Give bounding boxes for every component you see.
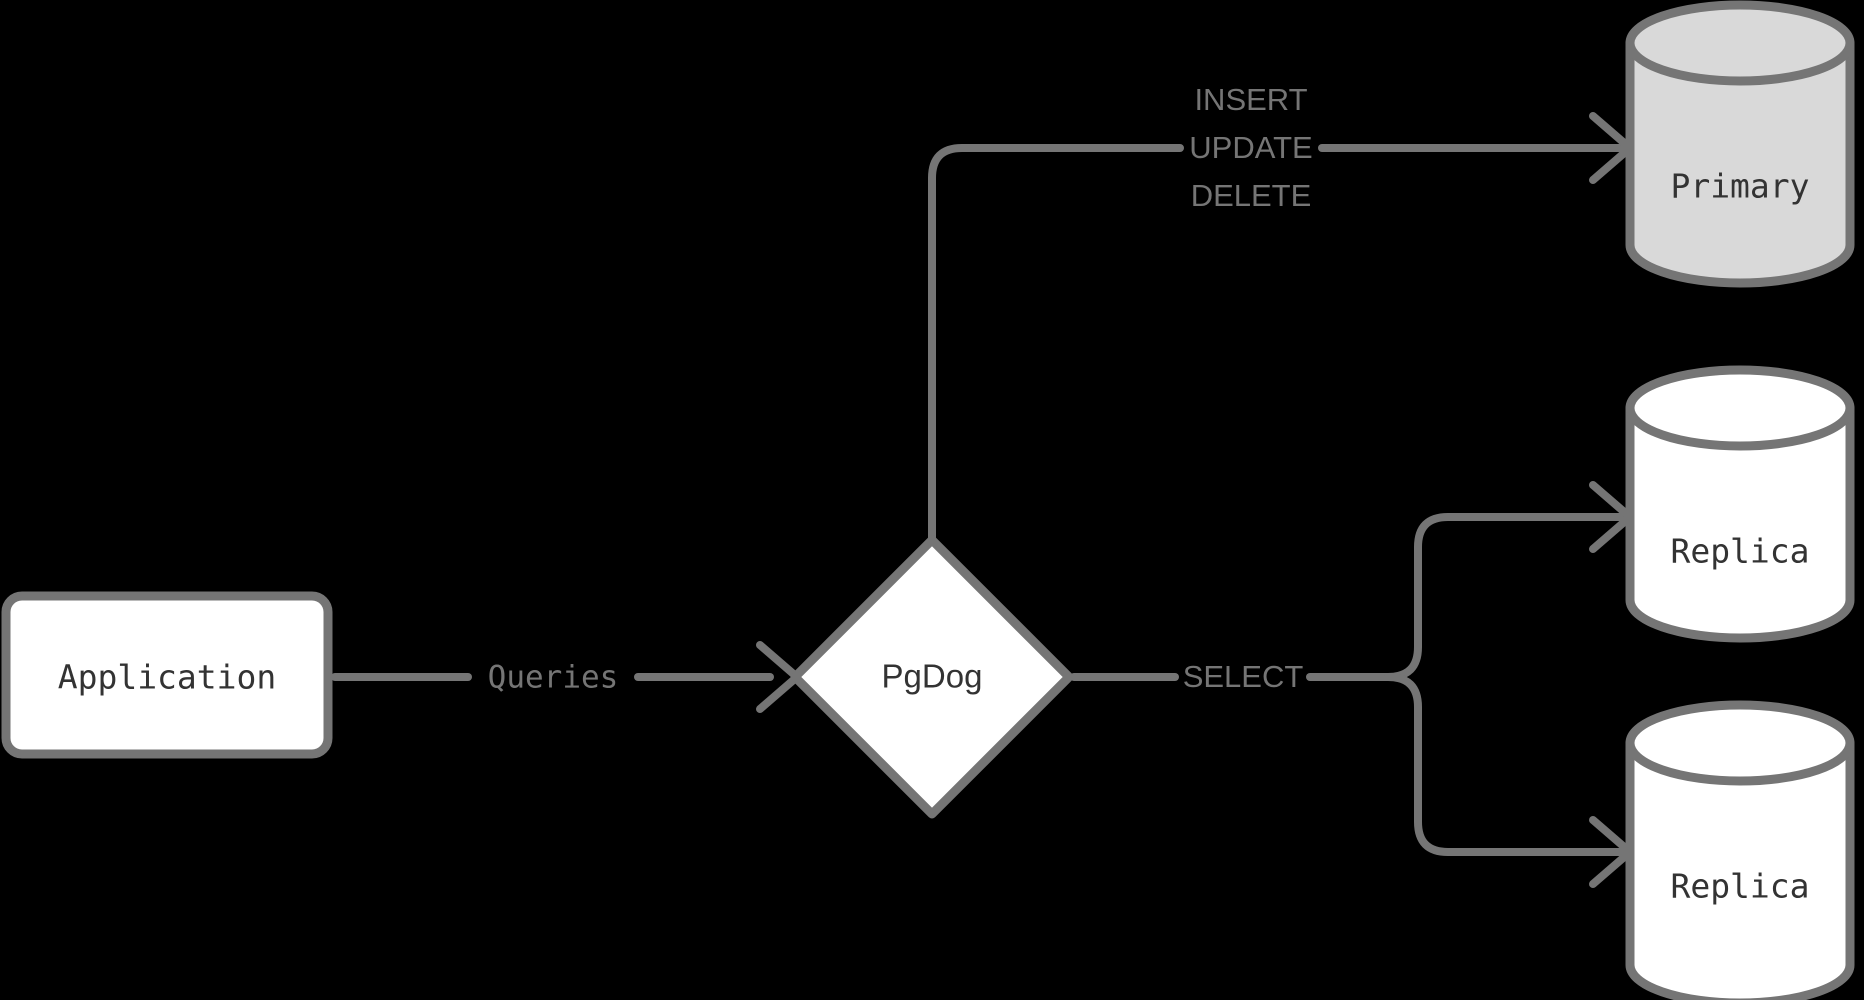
replica-2-cylinder-body[interactable] [1625, 700, 1855, 1000]
replica-2-label: Replica [1670, 867, 1809, 906]
node-replica-1[interactable]: Replica [1625, 365, 1855, 643]
primary-label: Primary [1670, 167, 1809, 206]
edge-label-insert: INSERT [1194, 82, 1307, 117]
replica-1-cylinder-top [1625, 403, 1855, 451]
edge-branch-to-replica-1 [1384, 513, 1629, 681]
pgdog-label: PgDog [882, 658, 983, 695]
node-application[interactable]: Application [1, 591, 333, 759]
replica-2-cylinder-top [1625, 738, 1855, 786]
pgdog-diamond[interactable] [790, 535, 1074, 819]
edge-branch-to-replica-2 [1384, 673, 1629, 856]
primary-cylinder-top [1625, 38, 1855, 86]
node-replica-2[interactable]: Replica [1625, 700, 1855, 1000]
edge-pgdog-to-replicas: SELECT [1070, 481, 1634, 888]
edge-pgdog-to-primary: INSERT UPDATE DELETE [928, 82, 1634, 544]
edge-label-delete: DELETE [1191, 178, 1312, 213]
replica-1-cylinder-body[interactable] [1625, 365, 1855, 643]
replica-1-label: Replica [1670, 532, 1809, 571]
primary-cylinder-body[interactable] [1625, 0, 1855, 288]
node-primary[interactable]: Primary [1625, 0, 1855, 288]
edge-label-update: UPDATE [1189, 130, 1312, 165]
edge-label-select: SELECT [1183, 659, 1304, 694]
edge-segment-riser [928, 144, 1184, 544]
node-pgdog[interactable]: PgDog [790, 535, 1074, 819]
application-box[interactable] [1, 591, 333, 759]
edge-label-queries: Queries [488, 660, 619, 696]
application-label: Application [58, 658, 277, 697]
edge-app-to-pgdog: Queries [331, 641, 801, 713]
